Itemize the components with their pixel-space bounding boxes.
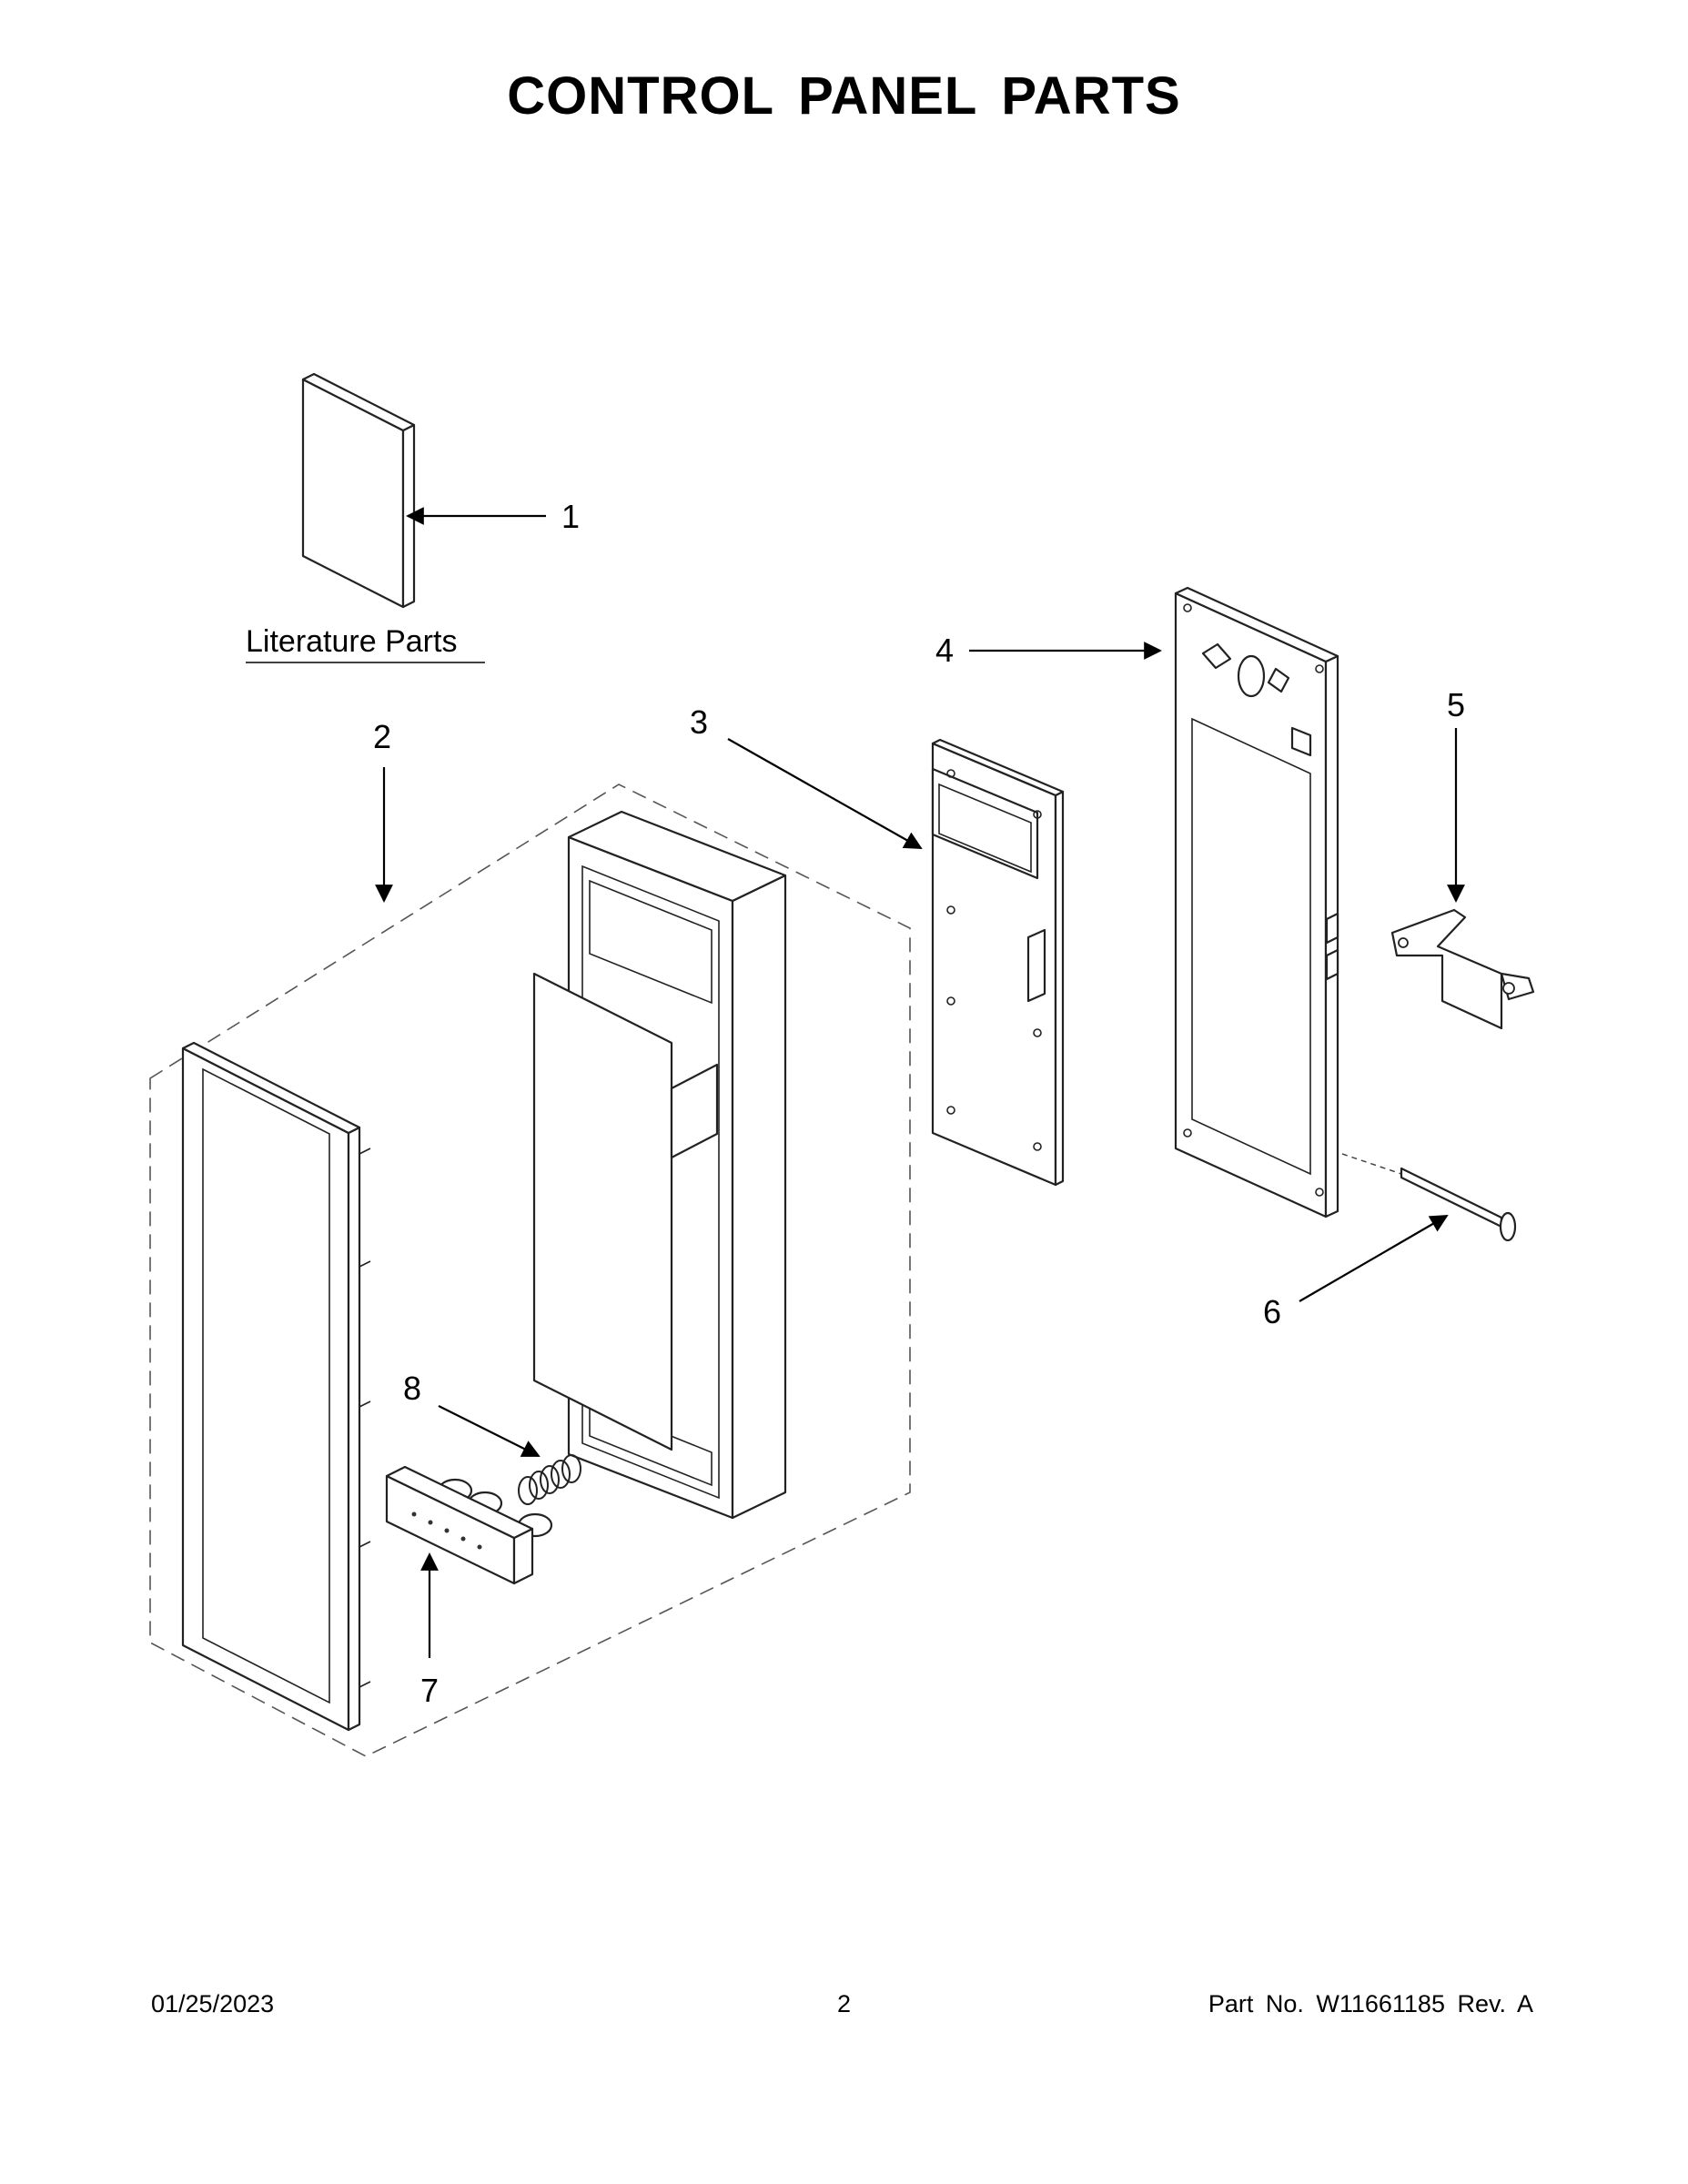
leader-line-8 [438,1405,541,1457]
literature-booklet [301,372,416,609]
leader-line-6 [1299,1215,1449,1302]
circuit-board [931,738,1065,1187]
callout-2: 2 [373,718,391,755]
mounting-bracket [1174,586,1339,1218]
callout-6: 6 [1263,1293,1281,1330]
keypad-membrane [532,972,719,1451]
spring [518,1454,581,1505]
footer-page-number: 2 [836,1990,852,2017]
callout-8: 8 [403,1370,421,1407]
small-bracket [1390,908,1535,1030]
callout-5: 5 [1447,686,1465,723]
footer-part-number: Part No. W11661185 Rev. A [1208,1990,1533,2017]
control-panel-frame [181,1041,371,1732]
page-title: CONTROL PANEL PARTS [507,66,1181,126]
callout-3: 3 [690,703,708,741]
callout-4: 4 [935,632,954,669]
literature-parts-label: Literature Parts [246,624,457,659]
footer-date: 01/25/2023 [151,1990,275,2017]
button-block [385,1465,553,1585]
callout-1: 1 [561,498,580,535]
screw [1341,1153,1517,1242]
leader-line-3 [727,738,923,849]
callout-7: 7 [420,1672,439,1709]
assembly-2-outline [149,784,911,1757]
